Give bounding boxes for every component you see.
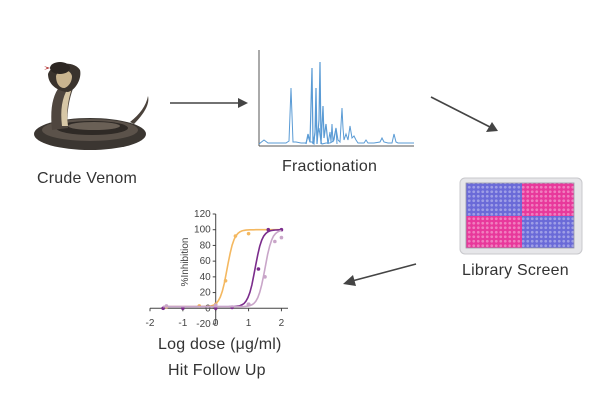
series-1-point — [233, 234, 238, 238]
series-1-point — [246, 231, 251, 236]
y-axis-label: %Inhibition — [180, 238, 191, 287]
hit-follow-up-label: Hit Follow Up — [168, 362, 266, 379]
x-axis-label: Log dose (μg/ml) — [158, 336, 282, 353]
cobra-snake-icon — [34, 62, 149, 150]
arrow-to-library-screen — [430, 96, 498, 132]
series-3-point — [263, 275, 267, 279]
x-tick-label: 1 — [246, 318, 252, 329]
x-tick-label: 0 — [213, 318, 219, 329]
y-tick-label: 40 — [200, 272, 212, 283]
y-tick-label: 100 — [194, 225, 211, 236]
y-tick-label: -20 — [196, 319, 211, 330]
crude-venom-label: Crude Venom — [37, 170, 138, 187]
y-tick-label: 0 — [205, 303, 211, 314]
library-screen-label: Library Screen — [462, 262, 569, 279]
y-tick-label: 20 — [200, 288, 212, 299]
arrow-to-fractionation — [170, 98, 248, 108]
series-2-point — [256, 267, 261, 271]
arrow-to-hit-follow-up — [343, 263, 417, 286]
x-tick-label: -1 — [178, 318, 187, 329]
y-tick-label: 60 — [200, 256, 212, 267]
well-plate-icon — [459, 177, 583, 255]
series-1-point — [223, 278, 228, 283]
series-3-point — [164, 304, 169, 308]
series-3-point — [213, 303, 218, 307]
series-3-point — [273, 239, 277, 244]
series-3-point — [279, 235, 284, 240]
series-3-point — [246, 302, 251, 307]
series-2-point — [266, 227, 271, 232]
y-tick-label: 120 — [194, 209, 211, 220]
fractionation-label: Fractionation — [282, 158, 378, 175]
chromatogram-icon — [258, 50, 414, 147]
y-tick-label: 80 — [200, 240, 212, 251]
x-tick-label: 2 — [279, 318, 285, 329]
x-tick-label: -2 — [146, 318, 155, 329]
series-curve-3 — [163, 229, 282, 308]
